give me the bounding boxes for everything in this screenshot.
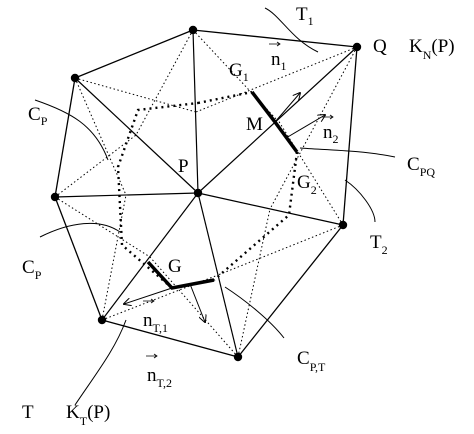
label-cp-top: CP <box>28 104 48 128</box>
label-m: M <box>246 114 263 135</box>
vertex-marker <box>188 25 198 35</box>
label-n1: n1 <box>271 49 287 73</box>
vertex-marker <box>97 315 107 325</box>
label-q: Q <box>373 36 387 57</box>
normal-vectors <box>124 93 325 322</box>
label-cpq: CPQ <box>407 154 435 179</box>
vertex-marker <box>50 192 60 202</box>
label-n2: n2 <box>323 122 339 146</box>
label-g: G <box>168 256 182 277</box>
label-cp-mid: CP <box>22 257 42 282</box>
vertex-marker <box>233 352 243 362</box>
vertex-p-marker <box>193 188 203 198</box>
label-kt: KT(P) <box>66 402 110 428</box>
dotted-medians <box>54 29 358 358</box>
label-nt2: nT,2 <box>147 365 172 390</box>
label-kn: KN(P) <box>409 36 455 62</box>
label-t2: T2 <box>370 232 388 257</box>
label-t1: T1 <box>296 4 314 28</box>
outer-polygon <box>54 29 358 358</box>
vertex-q-marker <box>352 42 362 52</box>
dual-cell-boundary <box>116 90 299 289</box>
vector-accents <box>143 41 334 359</box>
label-t: T <box>22 402 34 423</box>
label-nt1: nT,1 <box>143 310 168 335</box>
region-curves <box>34 7 396 406</box>
label-p: P <box>178 156 189 177</box>
vertices <box>50 25 362 362</box>
label-g2: G2 <box>297 172 317 197</box>
vertex-marker <box>338 220 348 230</box>
vertex-marker <box>70 73 80 83</box>
label-cpt: CP,T <box>297 348 326 374</box>
label-g1: G1 <box>229 60 249 84</box>
labels: T1 Q KN(P) n1 G1 M n2 CP P CPQ G2 T2 CP … <box>22 4 455 428</box>
